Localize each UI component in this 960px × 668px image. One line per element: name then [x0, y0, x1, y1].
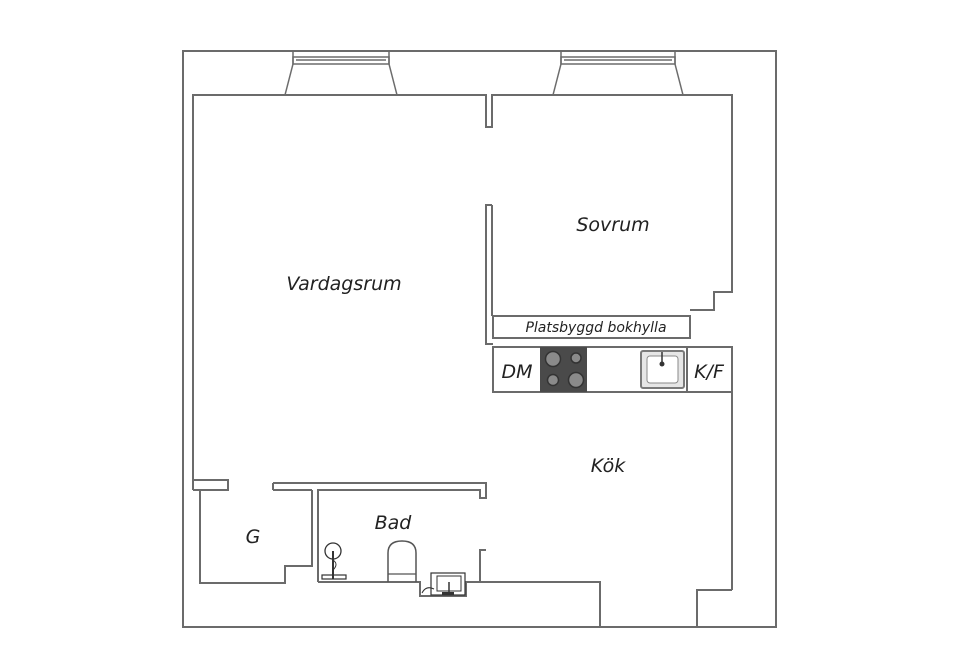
stove-icon	[540, 347, 587, 392]
room-label-bad: Bad	[375, 512, 413, 534]
window-icon	[284, 51, 398, 96]
bookshelf-label: Platsbyggd bokhylla	[525, 320, 666, 336]
room-label-sovrum: Sovrum	[576, 214, 649, 236]
bookshelf	[492, 315, 691, 339]
shower-icon	[321, 542, 347, 580]
kok-bottom-wall	[479, 549, 601, 627]
fridge-freezer-label: K/F	[694, 361, 725, 383]
kok-right-wall	[696, 589, 732, 627]
inner-wall-main	[192, 94, 733, 480]
outer-wall	[182, 50, 777, 628]
room-label-vardagsrum: Vardagsrum	[286, 273, 401, 295]
dishwasher-label: DM	[501, 361, 532, 383]
bad-top-wall	[273, 482, 487, 582]
bad-bottom-wall	[318, 581, 480, 597]
room-label-g: G	[246, 526, 261, 548]
sovrum-left-wall	[485, 204, 493, 345]
window-icon	[552, 51, 684, 96]
g-closet-wall	[193, 479, 313, 584]
room-label-kok: Kök	[591, 455, 626, 477]
kitchen-sink-icon	[640, 350, 685, 389]
washbasin-icon	[421, 572, 466, 596]
kitchen-counter	[492, 346, 733, 393]
toilet-icon	[387, 540, 417, 582]
